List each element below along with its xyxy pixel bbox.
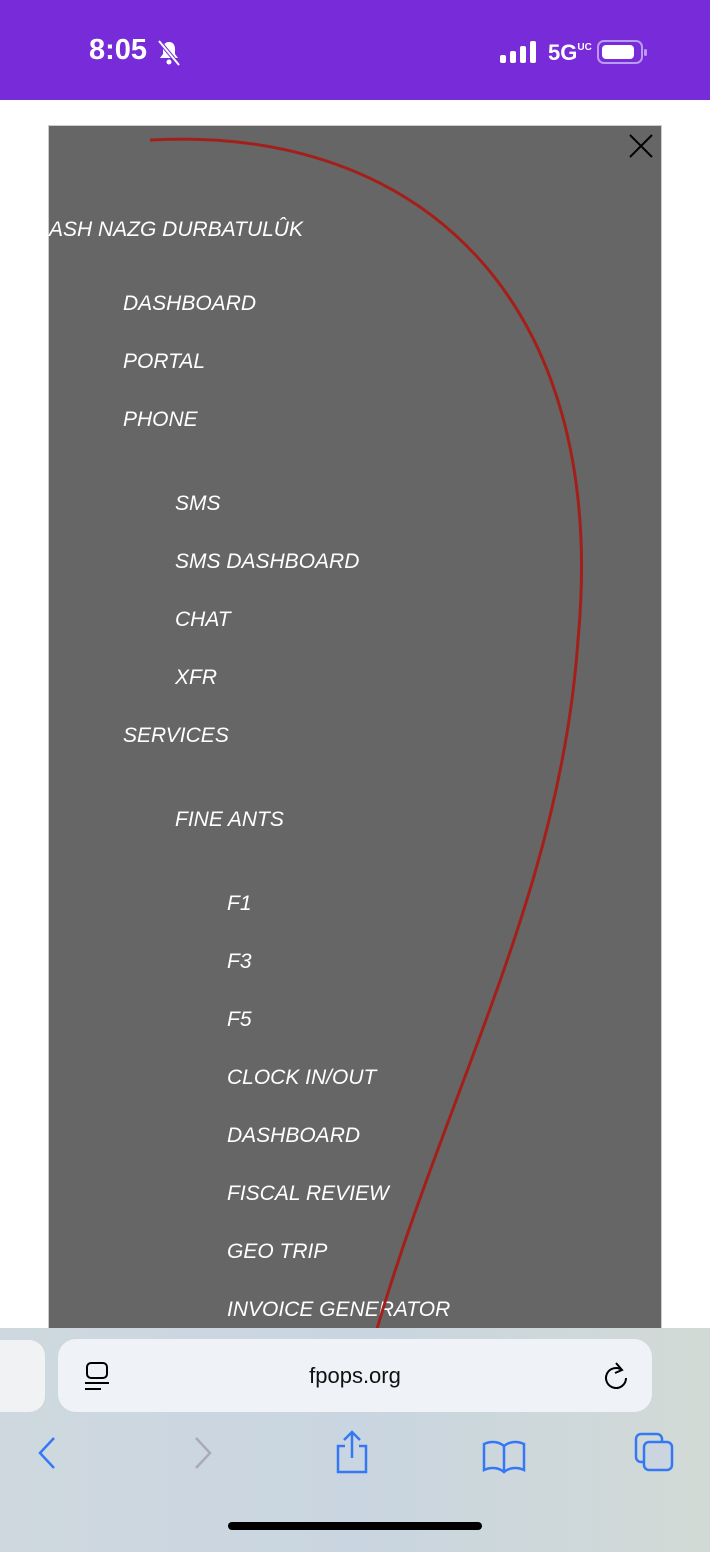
menu-item[interactable]: XFR (175, 666, 217, 689)
menu-item[interactable]: FISCAL REVIEW (227, 1182, 389, 1205)
menu-item[interactable]: F3 (227, 950, 252, 973)
menu-item[interactable]: PHONE (123, 408, 198, 431)
network-suffix: UC (577, 42, 592, 53)
bookmarks-icon[interactable] (482, 1440, 526, 1474)
menu-item[interactable]: DASHBOARD (123, 292, 257, 315)
home-indicator (228, 1522, 482, 1530)
menu-item[interactable]: F1 (227, 892, 252, 915)
network-label: 5G (548, 40, 578, 65)
menu-item[interactable]: F5 (227, 1008, 252, 1031)
address-bar[interactable]: fpops.org (58, 1339, 652, 1412)
menu-item[interactable]: SMS (175, 492, 221, 515)
menu-item[interactable]: GEO TRIP (227, 1240, 328, 1263)
menu-item[interactable]: INVOICE GENERATOR (227, 1298, 451, 1321)
status-bar: 8:05 5GUC (0, 0, 710, 100)
clock: 8:05 (89, 34, 148, 66)
nav-menu-overlay: ASH NAZG DURBATULÛK DASHBOARD PORTAL PHONE… (48, 125, 662, 1335)
site-title[interactable]: ASH NAZG DURBATULÛK (49, 218, 303, 241)
network-indicator: 5GUC (548, 40, 592, 66)
menu-item[interactable]: SERVICES (123, 724, 229, 747)
menu-item[interactable]: DASHBOARD (227, 1124, 361, 1147)
page-menu-icon[interactable] (84, 1361, 110, 1391)
bell-slash-icon (157, 40, 181, 66)
battery-icon (597, 40, 647, 64)
menu-item[interactable]: SMS DASHBOARD (175, 550, 360, 573)
forward-icon[interactable] (192, 1436, 214, 1470)
previous-tab[interactable] (0, 1340, 45, 1412)
reload-icon[interactable] (602, 1361, 630, 1391)
safari-toolbar: fpops.org (0, 1328, 710, 1552)
share-icon[interactable] (334, 1430, 370, 1474)
menu-item[interactable]: PORTAL (123, 350, 206, 373)
tabs-icon[interactable] (634, 1432, 676, 1474)
menu-item[interactable]: CHAT (175, 608, 231, 631)
back-icon[interactable] (36, 1436, 58, 1470)
signal-icon (500, 41, 536, 63)
close-icon[interactable] (627, 132, 655, 160)
menu-item[interactable]: FINE ANTS (175, 808, 284, 831)
menu-item[interactable]: CLOCK IN/OUT (227, 1066, 377, 1089)
url-text: fpops.org (309, 1363, 401, 1388)
